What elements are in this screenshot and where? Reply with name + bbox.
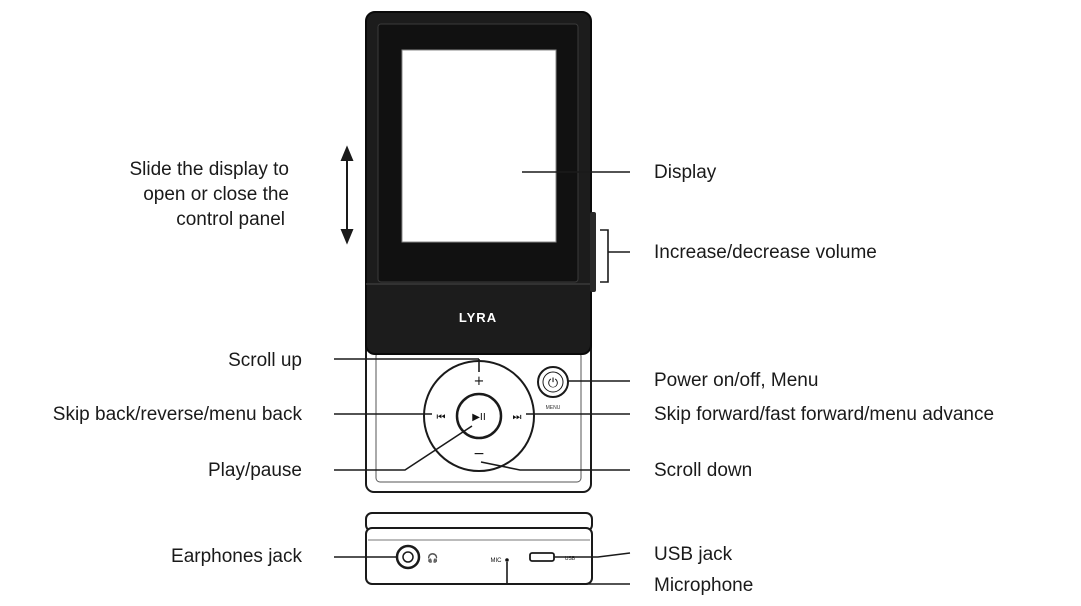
rewind-icon: ⏮	[437, 412, 446, 423]
label-slide-line-2: open or close the	[143, 184, 289, 205]
earphone-icon: 🎧	[427, 552, 438, 564]
leader-scroll-down	[480, 461, 630, 471]
brand-logo: LYRA	[459, 310, 497, 325]
label-play-pause: Play/pause	[207, 460, 302, 481]
power-icon: ⏻	[548, 376, 558, 391]
leader-usb	[554, 552, 631, 558]
device-bottom: 🎧 MIC USB	[365, 512, 593, 585]
leader-lines	[334, 171, 631, 585]
label-scroll-up: Scroll up	[228, 350, 302, 371]
usb-port[interactable]	[529, 552, 555, 562]
usb-mark: USB	[565, 556, 576, 562]
leader-play-pause	[334, 425, 473, 471]
scroll-down-minus-icon: −	[473, 446, 485, 462]
play-pause-icon: ▶II	[472, 412, 486, 423]
menu-mark: MENU	[546, 405, 561, 411]
label-earphones: Earphones jack	[171, 546, 302, 567]
device-front: LYRA ▶II + − ⏮ ⏭ ⏻ MENU	[365, 11, 596, 493]
fast-forward-icon: ⏭	[513, 412, 522, 423]
leader-volume-bracket	[600, 229, 609, 283]
label-usb: USB jack	[654, 544, 733, 565]
label-skip-forward: Skip forward/fast forward/menu advance	[654, 404, 995, 425]
label-volume: Increase/decrease volume	[654, 242, 877, 263]
mic-mark: MIC	[491, 558, 503, 564]
label-skip-back: Skip back/reverse/menu back	[52, 404, 302, 425]
earphone-jack-inner	[402, 551, 414, 563]
label-slide-line-3: control panel	[176, 209, 285, 230]
label-scroll-down: Scroll down	[654, 460, 753, 481]
bottom-body	[365, 527, 593, 585]
play-pause-button[interactable]	[455, 392, 503, 440]
scroll-up-plus-icon: +	[474, 374, 485, 389]
volume-rocker[interactable]	[590, 212, 596, 292]
label-slide-line-1: Slide the display to	[129, 159, 290, 180]
slide-arrow	[340, 145, 354, 245]
label-display: Display	[654, 162, 717, 183]
microphone-hole	[505, 558, 509, 562]
display-screen	[401, 49, 557, 243]
leader-microphone	[506, 562, 630, 585]
label-power: Power on/off, Menu	[654, 370, 819, 391]
label-microphone: Microphone	[654, 575, 754, 596]
power-icon-ring	[542, 371, 564, 393]
power-button[interactable]	[537, 366, 569, 398]
